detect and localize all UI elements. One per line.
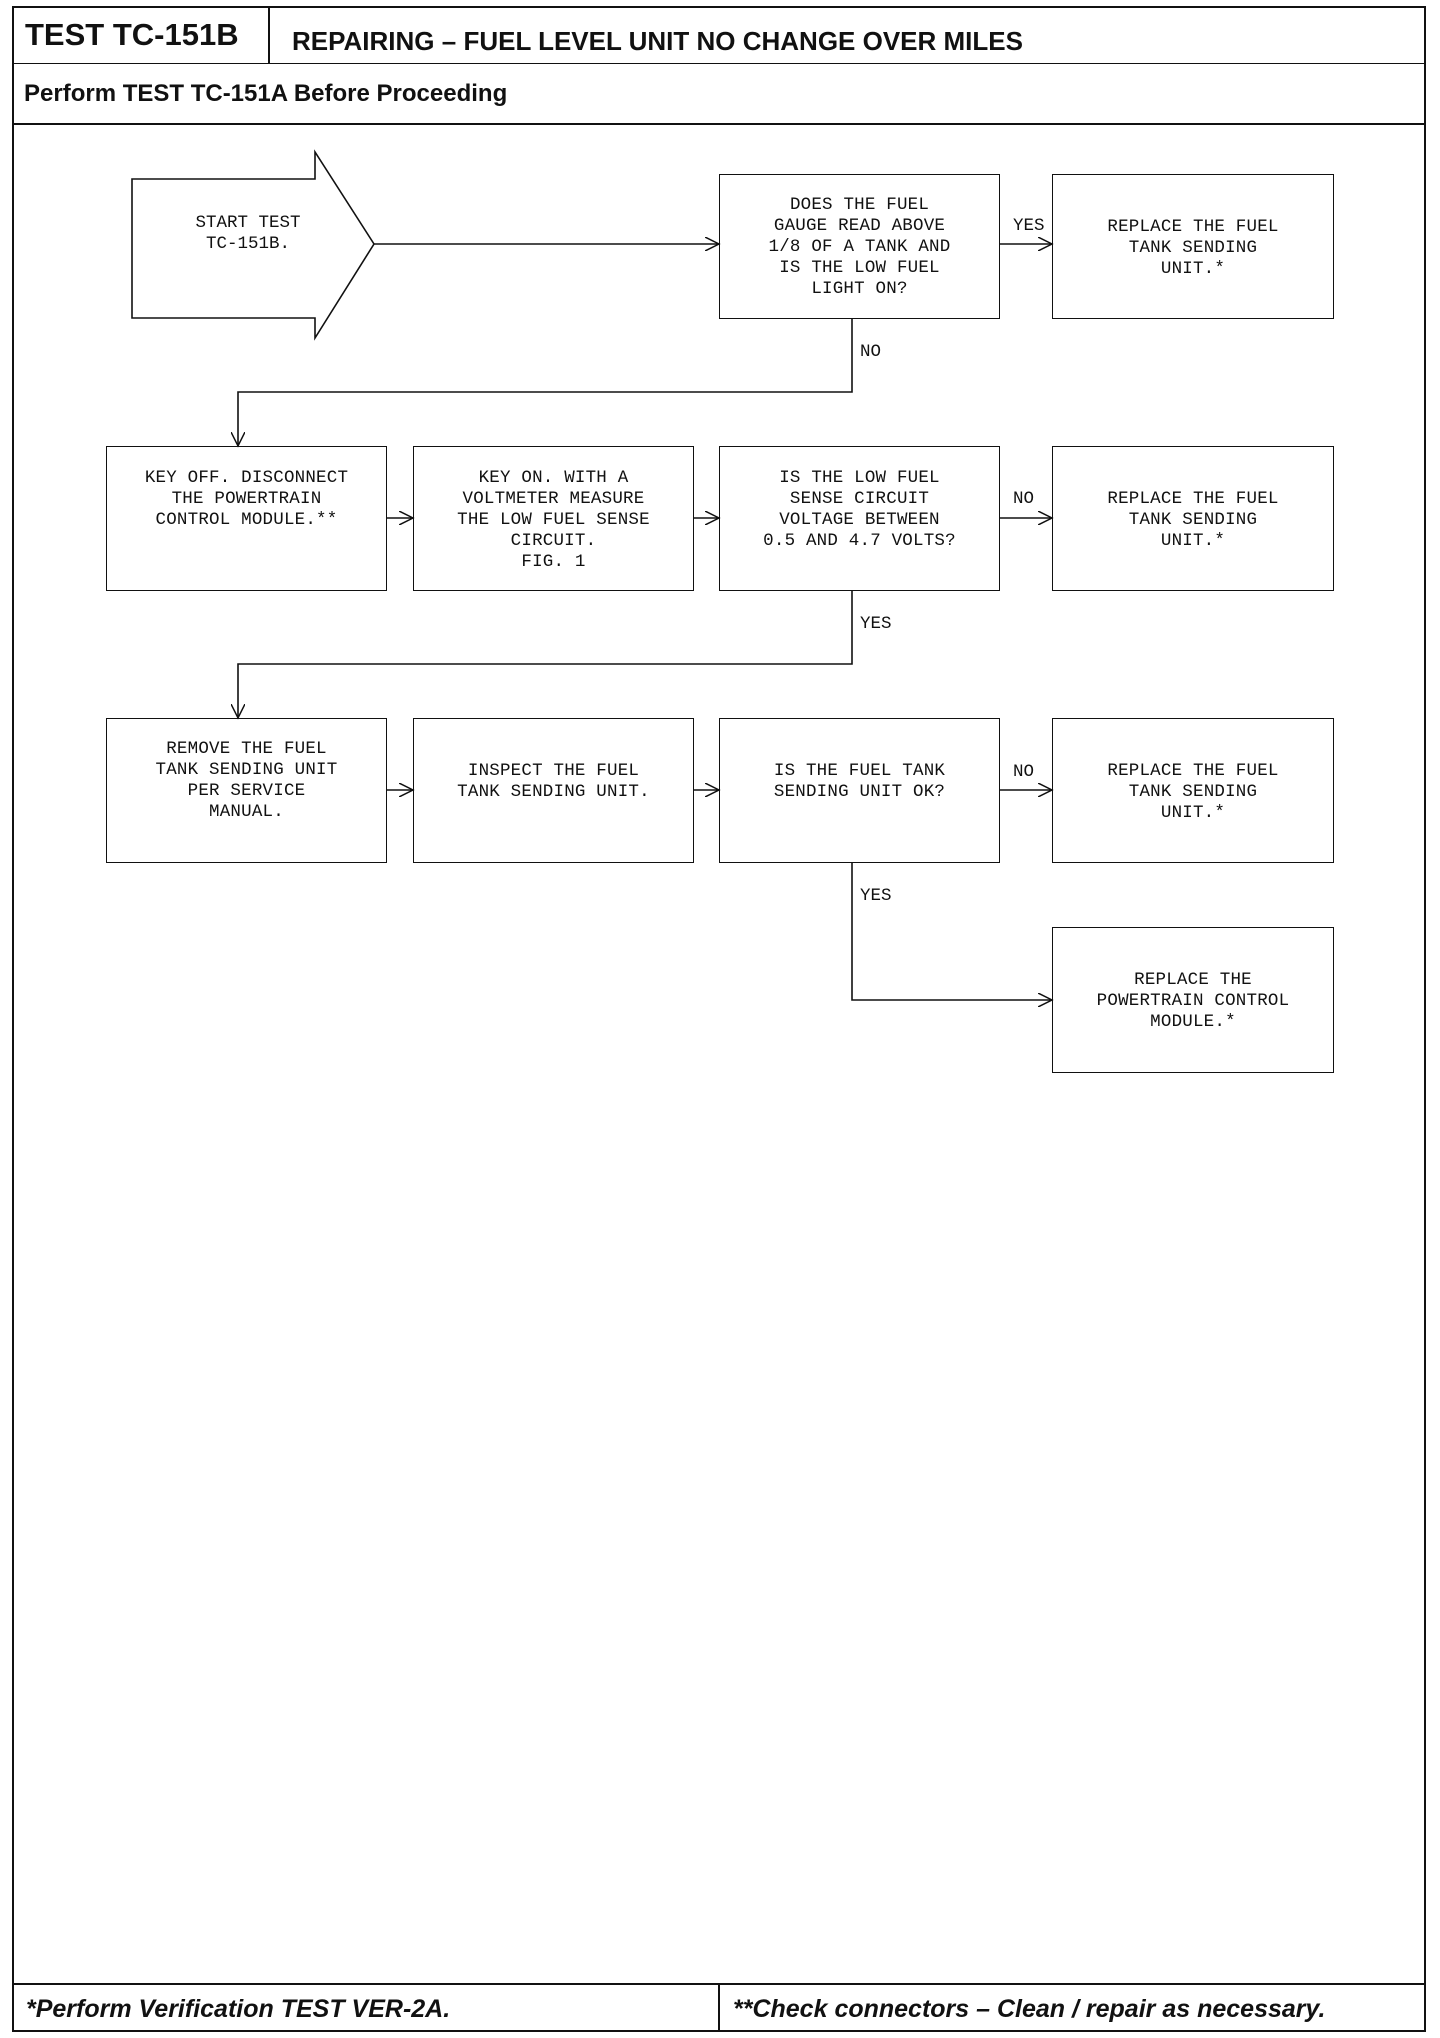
header-row: [12, 6, 1426, 64]
footer-note-verification: *Perform Verification TEST VER-2A.: [26, 1995, 451, 2023]
step-inspect-sending-unit-text: INSPECT THE FUEL TANK SENDING UNIT.: [457, 761, 650, 802]
connector-q1-s1: [238, 319, 853, 446]
action-replace-sending-unit-2: REPLACE THE FUEL TANK SENDING UNIT.*: [1052, 446, 1334, 591]
label-q1-yes: YES: [1013, 216, 1045, 236]
step-remove-sending-unit: REMOVE THE FUEL TANK SENDING UNIT PER SE…: [106, 718, 387, 863]
decision-voltage-range-text: IS THE LOW FUEL SENSE CIRCUIT VOLTAGE BE…: [763, 468, 956, 551]
step-disconnect-pcm: KEY OFF. DISCONNECT THE POWERTRAIN CONTR…: [106, 446, 387, 591]
step-measure-voltage: KEY ON. WITH A VOLTMETER MEASURE THE LOW…: [413, 446, 694, 591]
start-label: START TEST TC-151B.: [195, 213, 301, 254]
step-measure-voltage-text: KEY ON. WITH A VOLTMETER MEASURE THE LOW…: [457, 468, 650, 572]
start-arrow-shape: [131, 149, 375, 341]
label-q3-no: NO: [1013, 762, 1035, 782]
label-q3-yes: YES: [860, 886, 892, 906]
footer-note-connectors: **Check connectors – Clean / repair as n…: [733, 1995, 1326, 2023]
connector-q3-r4: [851, 862, 1052, 1000]
page-title: REPAIRING – FUEL LEVEL UNIT NO CHANGE OV…: [292, 26, 1023, 56]
page-subtitle: Perform TEST TC-151A Before Proceeding: [24, 80, 508, 107]
action-replace-sending-unit-1-text: REPLACE THE FUEL TANK SENDING UNIT.*: [1107, 217, 1279, 279]
action-replace-sending-unit-3-text: REPLACE THE FUEL TANK SENDING UNIT.*: [1107, 761, 1279, 823]
connector-q2-s3: [238, 590, 853, 718]
footer-divider: [718, 1983, 720, 2032]
subtitle-row: [12, 64, 1426, 125]
label-q2-yes: YES: [860, 614, 892, 634]
decision-gauge-reading-text: DOES THE FUEL GAUGE READ ABOVE 1/8 OF A …: [768, 195, 951, 299]
step-remove-sending-unit-text: REMOVE THE FUEL TANK SENDING UNIT PER SE…: [155, 739, 338, 822]
test-id: TEST TC-151B: [12, 6, 270, 63]
action-replace-sending-unit-2-text: REPLACE THE FUEL TANK SENDING UNIT.*: [1107, 489, 1279, 551]
decision-sending-unit-ok-text: IS THE FUEL TANK SENDING UNIT OK?: [773, 761, 946, 802]
decision-gauge-reading: DOES THE FUEL GAUGE READ ABOVE 1/8 OF A …: [719, 174, 1000, 319]
action-replace-pcm: REPLACE THE POWERTRAIN CONTROL MODULE.*: [1052, 927, 1334, 1073]
action-replace-pcm-text: REPLACE THE POWERTRAIN CONTROL MODULE.*: [1096, 970, 1290, 1032]
step-disconnect-pcm-text: KEY OFF. DISCONNECT THE POWERTRAIN CONTR…: [144, 468, 349, 530]
label-q2-no: NO: [1013, 489, 1035, 509]
action-replace-sending-unit-1: REPLACE THE FUEL TANK SENDING UNIT.*: [1052, 174, 1334, 319]
decision-voltage-range: IS THE LOW FUEL SENSE CIRCUIT VOLTAGE BE…: [719, 446, 1000, 591]
label-q1-no: NO: [860, 342, 882, 362]
decision-sending-unit-ok: IS THE FUEL TANK SENDING UNIT OK?: [719, 718, 1000, 863]
step-inspect-sending-unit: INSPECT THE FUEL TANK SENDING UNIT.: [413, 718, 694, 863]
action-replace-sending-unit-3: REPLACE THE FUEL TANK SENDING UNIT.*: [1052, 718, 1334, 863]
